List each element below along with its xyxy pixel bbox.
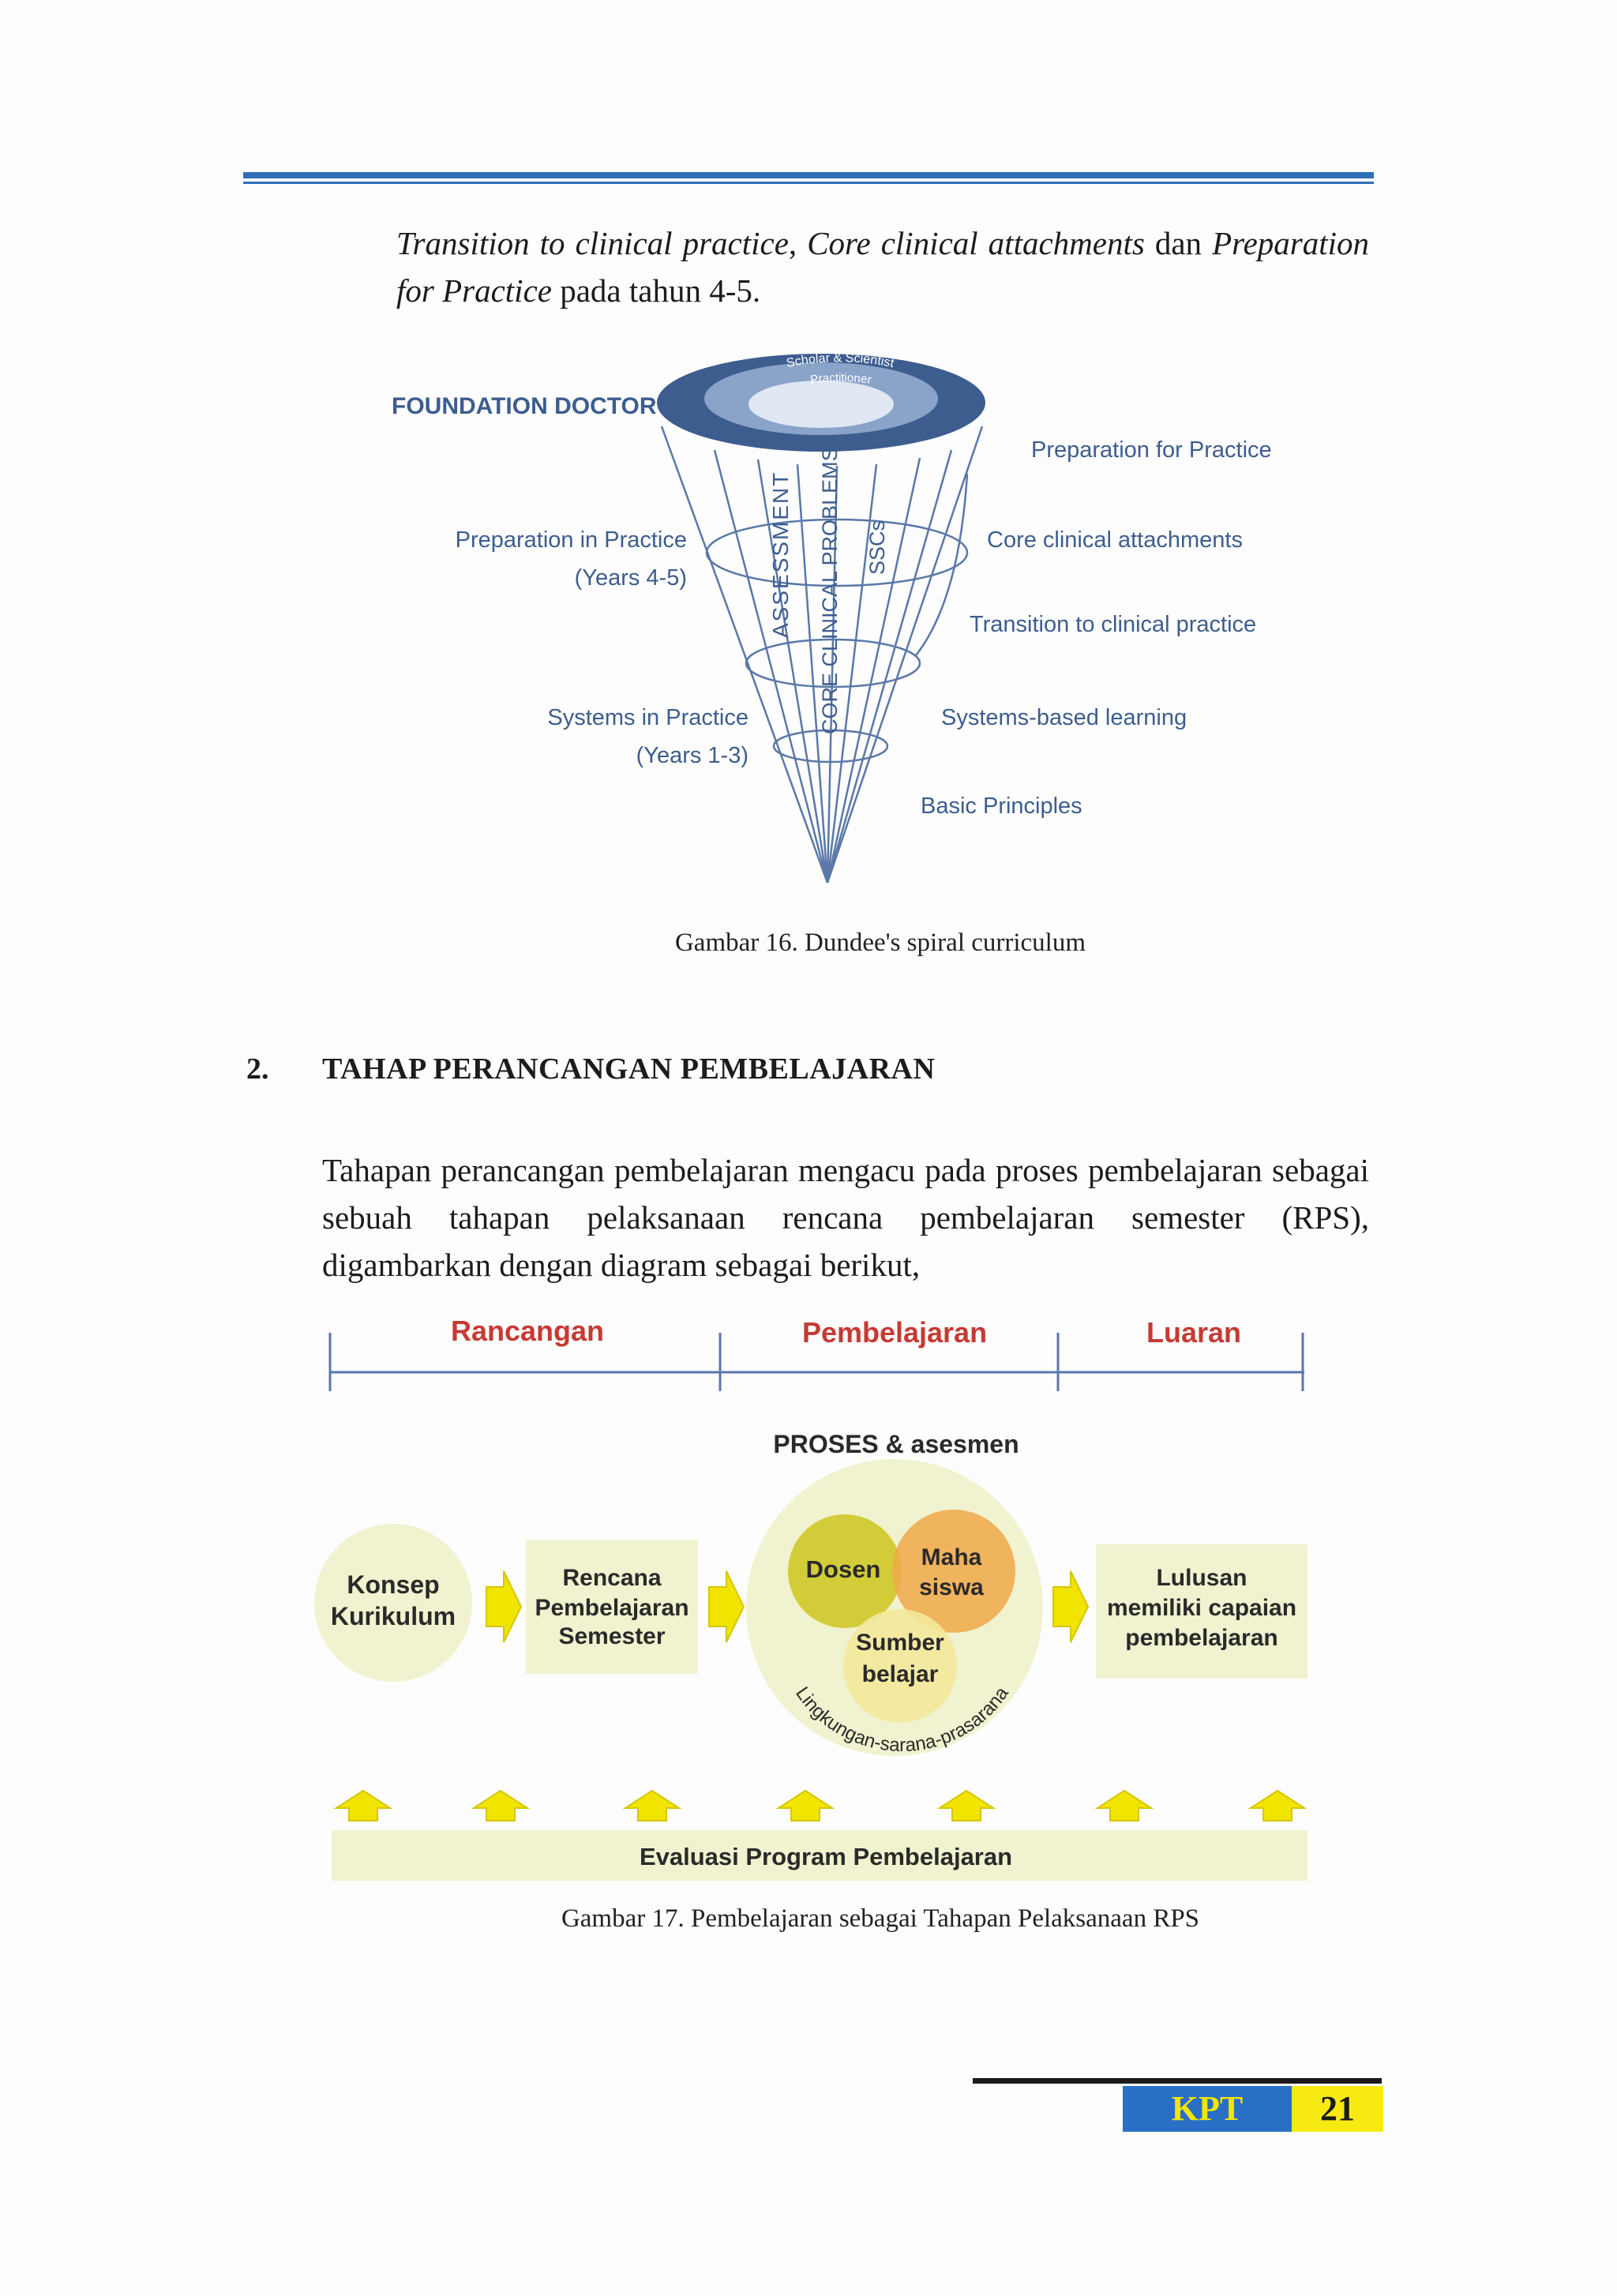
flow-arrows bbox=[486, 1570, 1090, 1643]
footer-page-number: 21 bbox=[1292, 2086, 1383, 2132]
sumber-line2: belajar bbox=[862, 1661, 939, 1687]
phase-timeline bbox=[328, 1333, 1304, 1391]
label-years-1-3: (Years 1-3) bbox=[636, 743, 748, 768]
lulusan-line3: pembelajaran bbox=[1125, 1625, 1277, 1651]
dosen-circle bbox=[788, 1514, 902, 1628]
body-paragraph: Tahapan perancangan pembelajaran mengacu… bbox=[322, 1152, 1369, 1283]
evaluasi-label: Evaluasi Program Pembelajaran bbox=[640, 1843, 1012, 1870]
intro-paragraph: Transition to clinical practice, Core cl… bbox=[396, 219, 1369, 314]
label-transition-to-clinical: Transition to clinical practice bbox=[970, 612, 1256, 637]
evaluasi-up-arrows bbox=[333, 1789, 1307, 1821]
intro-sep-2: dan bbox=[1144, 225, 1213, 261]
arrow-icon bbox=[1052, 1570, 1090, 1643]
inner-label-core-clinical: CORE CLINICAL PROBLEMS bbox=[818, 447, 842, 734]
footer-rule bbox=[973, 2078, 1382, 2084]
intro-italic-1: Transition to clinical practice bbox=[396, 225, 789, 261]
header-rule-thin bbox=[243, 182, 1374, 184]
maha-line1: Maha bbox=[921, 1544, 982, 1570]
up-arrow-icon bbox=[622, 1789, 682, 1821]
up-arrow-icon bbox=[333, 1789, 393, 1821]
label-years-4-5: (Years 4-5) bbox=[575, 565, 687, 591]
sumber-line1: Sumber bbox=[856, 1630, 944, 1656]
inner-label-assessment: ASSESSMENT bbox=[768, 471, 793, 638]
sumber-circle bbox=[843, 1609, 957, 1723]
mahasiswa-circle bbox=[892, 1510, 1015, 1633]
konsep-line1: Konsep bbox=[347, 1570, 439, 1599]
rim-label-professional: Professional bbox=[791, 314, 891, 337]
evaluasi-bar bbox=[332, 1830, 1307, 1881]
arrow-icon bbox=[486, 1570, 523, 1643]
rencana-line3: Semester bbox=[558, 1623, 665, 1649]
lulusan-box bbox=[1096, 1544, 1307, 1679]
lulusan-line1: Lulusan bbox=[1156, 1565, 1247, 1591]
rencana-line1: Rencana bbox=[562, 1565, 661, 1591]
intro-tail: pada tahun 4-5. bbox=[551, 272, 761, 309]
cone-ribs bbox=[660, 426, 984, 884]
label-core-clinical-attachments: Core clinical attachments bbox=[987, 527, 1243, 553]
section-number: 2. bbox=[246, 1052, 269, 1086]
label-systems-based-learning: Systems-based learning bbox=[941, 705, 1187, 730]
label-foundation-doctor: FOUNDATION DOCTOR bbox=[392, 393, 657, 419]
intro-italic-2: Core clinical attachments bbox=[807, 225, 1145, 261]
label-preparation-for-practice: Preparation for Practice bbox=[1031, 437, 1272, 463]
rencana-box bbox=[526, 1540, 698, 1674]
konsep-circle bbox=[314, 1524, 472, 1682]
proses-label: PROSES & asesmen bbox=[773, 1430, 1019, 1458]
footer-kpt-badge: KPT bbox=[1123, 2086, 1292, 2132]
rencana-line2: Pembelajaran bbox=[535, 1595, 688, 1621]
figure16-caption: Gambar 16. Dundee's spiral curriculum bbox=[674, 929, 1086, 957]
label-basic-principles: Basic Principles bbox=[921, 793, 1082, 819]
arrow-icon bbox=[708, 1570, 745, 1643]
up-arrow-icon bbox=[1094, 1789, 1154, 1821]
inner-label-sscs: SSCs bbox=[865, 520, 889, 575]
phase-rancangan: Rancangan bbox=[451, 1315, 604, 1347]
section-title: TAHAP PERANCANGAN PEMBELAJARAN bbox=[322, 1052, 936, 1086]
maha-line2: siswa bbox=[919, 1574, 984, 1600]
dosen-label: Dosen bbox=[806, 1555, 881, 1583]
up-arrow-icon bbox=[775, 1789, 835, 1821]
label-systems-in-practice: Systems in Practice bbox=[547, 705, 748, 730]
rim-label-practitioner: Practitioner bbox=[809, 371, 872, 387]
phase-luaran: Luaran bbox=[1146, 1316, 1241, 1349]
up-arrow-icon bbox=[936, 1789, 996, 1821]
konsep-line2: Kurikulum bbox=[331, 1602, 456, 1630]
intro-sep-1: , bbox=[788, 225, 808, 261]
figure17-caption: Gambar 17. Pembelajaran sebagai Tahapan … bbox=[561, 1904, 1200, 1933]
label-prep-in-practice: Preparation in Practice bbox=[456, 527, 687, 553]
phase-pembelajaran: Pembelajaran bbox=[802, 1316, 987, 1349]
lulusan-line2: memiliki capaian bbox=[1107, 1595, 1296, 1621]
header-rule-thick bbox=[243, 172, 1374, 178]
cone-rim-inner bbox=[748, 381, 894, 428]
up-arrow-icon bbox=[471, 1789, 531, 1821]
up-arrow-icon bbox=[1247, 1789, 1307, 1821]
spiral-rings bbox=[705, 473, 969, 763]
intro-italic-3: Preparation for Practice bbox=[396, 225, 1370, 309]
